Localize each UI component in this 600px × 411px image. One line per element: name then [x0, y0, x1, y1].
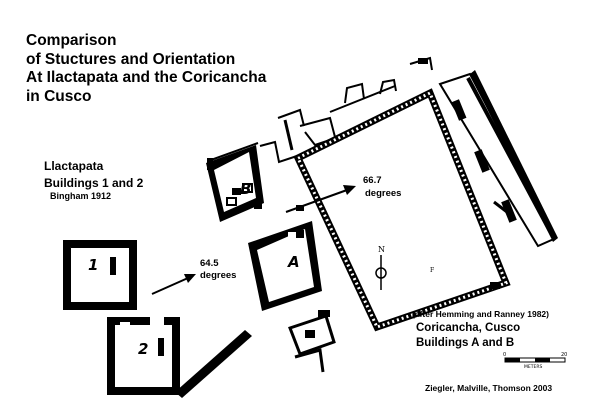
coricancha-building-a: [248, 221, 322, 311]
coricancha-title-line: Coricancha, Cusco: [416, 322, 521, 334]
north-arrow-icon: N: [375, 245, 387, 290]
coricancha-angle-value: 66.7: [363, 175, 382, 186]
llactapata-angle-unit: degrees: [200, 270, 237, 281]
label-building-2: 2: [138, 340, 148, 358]
llactapata-angle-value: 64.5: [200, 258, 219, 269]
llactapata-orientation-arrow: [151, 274, 196, 295]
figure-credit: Ziegler, Malville, Thomson 2003: [425, 383, 553, 393]
main-title-line: in Cusco: [26, 87, 92, 105]
scale-bar: 0 20 METERS: [503, 352, 567, 370]
north-label: N: [378, 245, 385, 254]
label-building-a: A: [287, 253, 300, 271]
scale-tick-20: 20: [561, 352, 567, 358]
llactapata-building-1: [63, 240, 137, 310]
main-title-line: At Ilactapata and the Coricancha: [26, 69, 267, 86]
llactapata-building-2: [107, 316, 252, 398]
main-title-line: Comparison: [26, 32, 117, 49]
coricancha-orientation-arrow: [285, 185, 356, 213]
coricancha-citation: (after Hemming and Ranney 1982): [412, 309, 549, 319]
label-building-b: B: [240, 180, 251, 198]
coricancha-plan: [206, 56, 558, 373]
coricancha-building-b: [206, 142, 264, 222]
llactapata-citation: Bingham 1912: [50, 191, 112, 201]
label-building-1: 1: [88, 256, 98, 274]
coricancha-title-line: Buildings A and B: [416, 337, 515, 349]
llactapata-title-line: Llactapata: [44, 159, 104, 173]
coricancha-angle-unit: degrees: [365, 188, 402, 199]
label-courtyard-f: F: [430, 267, 434, 274]
coricancha-title: Coricancha, Cusco Buildings A and B: [416, 321, 520, 351]
llactapata-title-line: Buildings 1 and 2: [44, 176, 144, 190]
scale-unit: METERS: [524, 364, 542, 370]
main-title: Comparison of Stuctures and Orientation …: [26, 32, 266, 106]
llactapata-title: Llactapata Buildings 1 and 2: [44, 158, 143, 192]
scale-tick-0: 0: [503, 352, 506, 358]
main-title-line: of Stuctures and Orientation: [26, 50, 236, 68]
